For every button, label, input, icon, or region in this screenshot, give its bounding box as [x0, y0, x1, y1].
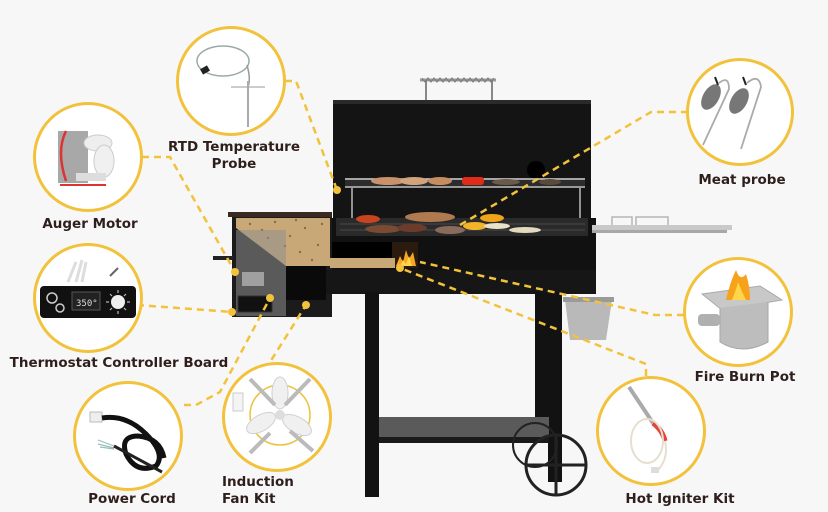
- auger-motor-label: Auger Motor: [42, 216, 138, 232]
- power-cord-circle: [73, 381, 183, 491]
- power-cord-label: Power Cord: [88, 491, 176, 507]
- rtd-probe-label: RTD Temperature Probe: [167, 139, 300, 172]
- fire-burn-pot-circle: [683, 257, 793, 367]
- hot-igniter-circle: [596, 376, 706, 486]
- meat-probe-icon: [701, 76, 762, 150]
- thermostat-label: Thermostat Controller Board: [9, 355, 229, 371]
- induction-fan-circle: [222, 362, 332, 472]
- lid-handle-icon: [420, 77, 496, 100]
- hot-igniter-icon: [627, 385, 668, 473]
- meat-probe-label: Meat probe: [698, 172, 786, 188]
- fire-burn-pot-icon: [698, 270, 784, 350]
- auger-motor-circle: [33, 102, 143, 212]
- controller-board-icon: 350°: [40, 259, 136, 318]
- auger-motor-icon: [58, 130, 115, 186]
- wheel-icon: [512, 422, 588, 497]
- svg-text:350°: 350°: [76, 299, 98, 309]
- power-cord-icon: [89, 411, 167, 474]
- meat-probe-circle: [686, 58, 794, 166]
- induction-fan-icon: [232, 376, 315, 455]
- thermostat-circle: 350°: [33, 243, 143, 353]
- fire-burn-pot-label: Fire Burn Pot: [694, 369, 796, 385]
- leader-lines: [136, 79, 688, 407]
- induction-fan-label: Induction Fan Kit: [222, 474, 294, 507]
- rtd-probe-circle: [176, 26, 286, 136]
- rtd-temperature-probe-icon: [196, 45, 265, 127]
- hot-igniter-label: Hot Igniter Kit: [625, 491, 735, 507]
